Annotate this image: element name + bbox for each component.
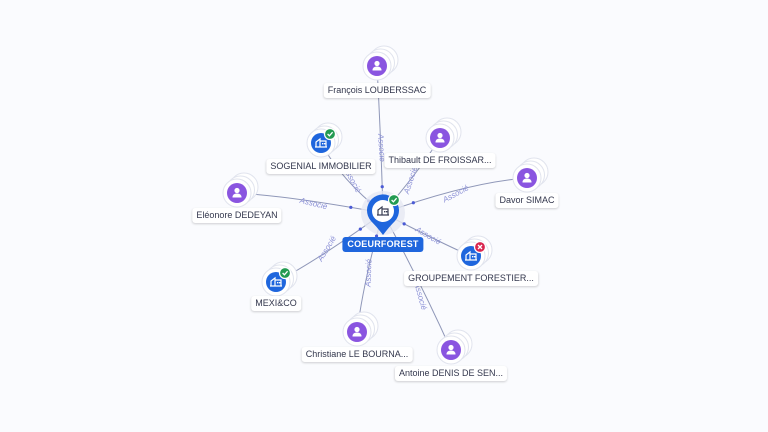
edge-label: Associé: [315, 234, 338, 264]
active-check-icon: [278, 266, 292, 280]
node-francois[interactable]: [362, 45, 399, 81]
person-icon: [367, 56, 387, 76]
node-groupement[interactable]: [456, 235, 493, 271]
check-mark: [327, 131, 334, 137]
node-label-christiane[interactable]: Christiane LE BOURNA...: [301, 347, 413, 362]
node-eleonore[interactable]: [222, 172, 259, 208]
x-mark: [477, 244, 483, 250]
closed-x-icon: [473, 240, 487, 254]
edge-label: Associé: [376, 133, 387, 163]
person-icon: [430, 128, 450, 148]
node-davor[interactable]: [512, 157, 549, 193]
building-window: [322, 143, 324, 145]
person-icon: [227, 183, 247, 203]
person-body: [352, 332, 362, 337]
building-window: [324, 143, 326, 145]
person-body: [435, 138, 445, 143]
center-node[interactable]: [361, 191, 405, 235]
person-body: [446, 350, 456, 355]
node-label-groupement[interactable]: GROUPEMENT FORESTIER...: [404, 271, 538, 286]
edge-label: Associé: [440, 183, 470, 205]
building-shape: [377, 205, 389, 216]
person-head: [354, 326, 360, 333]
person-icon: [441, 340, 461, 360]
person-body: [372, 66, 382, 71]
edge-label: Associé: [298, 196, 329, 212]
person-head: [437, 132, 443, 139]
person-head: [448, 344, 454, 351]
active-check-icon: [323, 127, 337, 141]
person-head: [234, 187, 240, 194]
edge-arrow: [374, 234, 379, 238]
person-head: [374, 60, 380, 67]
person-body: [522, 178, 532, 183]
node-mexi[interactable]: [261, 261, 298, 297]
node-christiane[interactable]: [342, 311, 379, 347]
building-window: [386, 211, 388, 213]
node-label-thibault[interactable]: Thibault DE FROISSAR...: [384, 153, 496, 168]
edge-arrow: [358, 227, 362, 231]
node-thibault[interactable]: [425, 117, 462, 153]
check-mark: [282, 270, 289, 276]
person-icon: [347, 322, 367, 342]
node-antoine[interactable]: [436, 329, 473, 365]
badge-circle: [387, 193, 401, 207]
nodes-layer: [222, 45, 549, 365]
building-shape: [315, 137, 327, 148]
edge-arrow: [411, 201, 415, 205]
building-window: [277, 282, 279, 284]
node-label-eleonore[interactable]: Eléonore DEDEYAN: [192, 208, 282, 223]
person-head: [524, 172, 530, 179]
edge-label: Associé: [363, 258, 373, 288]
node-label-mexi[interactable]: MEXI&CO: [251, 296, 301, 311]
edge-arrow: [402, 222, 406, 226]
company-building-icon: [377, 205, 389, 216]
node-label-davor[interactable]: Davor SIMAC: [495, 193, 559, 208]
node-label-francois[interactable]: François LOUBERSSAC: [323, 83, 431, 98]
center-inner: [372, 200, 394, 222]
node-sogenial[interactable]: [306, 122, 343, 158]
building-window: [279, 282, 281, 284]
building-window: [472, 256, 474, 258]
node-label-sogenial[interactable]: SOGENIAL IMMOBILIER: [266, 159, 376, 174]
edge-label: Associé: [402, 165, 420, 196]
node-label-antoine[interactable]: Antoine DENIS DE SEN...: [394, 366, 508, 381]
check-mark: [391, 197, 398, 203]
building-shape: [465, 250, 477, 261]
badge-circle: [323, 127, 337, 141]
edge-arrow: [349, 205, 353, 209]
building-window: [474, 256, 476, 258]
active-check-icon: [387, 193, 401, 207]
badge-circle: [278, 266, 292, 280]
person-icon: [517, 168, 537, 188]
building-window: [384, 211, 386, 213]
person-body: [232, 193, 242, 198]
edge-arrow: [380, 185, 384, 189]
center-node-label[interactable]: COEURFOREST: [342, 237, 424, 252]
building-shape: [270, 276, 282, 287]
